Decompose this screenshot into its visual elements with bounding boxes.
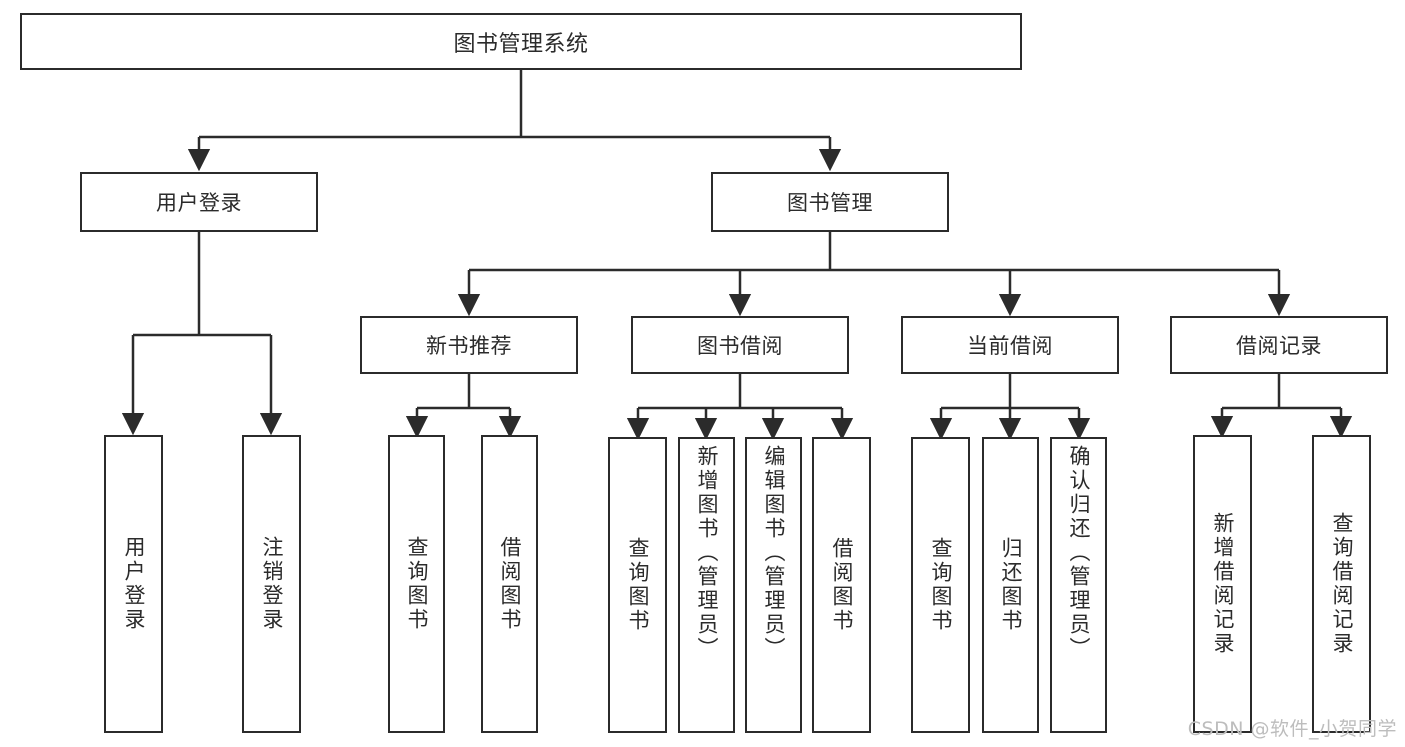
node-current-borrow[interactable]: 当前借阅	[901, 316, 1119, 374]
node-label: 图书管理	[787, 191, 873, 215]
node-label: 新书推荐	[426, 334, 512, 358]
leaf-confirm-return-admin[interactable]: 确认归还（管理员）	[1050, 437, 1107, 733]
leaf-label: 新增借阅记录	[1211, 512, 1235, 656]
leaf-query-book-recommend[interactable]: 查询图书	[388, 435, 445, 733]
leaf-label: 查询图书	[929, 537, 953, 633]
leaf-user-login[interactable]: 用户登录	[104, 435, 163, 733]
leaf-label: 查询借阅记录	[1330, 512, 1354, 656]
node-user-login[interactable]: 用户登录	[80, 172, 318, 232]
leaf-label: 确认归还（管理员）	[1067, 445, 1091, 661]
node-label: 图书借阅	[697, 334, 783, 358]
leaf-borrow-book-recommend[interactable]: 借阅图书	[481, 435, 538, 733]
leaf-edit-book-admin[interactable]: 编辑图书（管理员）	[745, 437, 802, 733]
node-label: 借阅记录	[1236, 334, 1322, 358]
leaf-user-logout[interactable]: 注销登录	[242, 435, 301, 733]
watermark-text: CSDN @软件_小贺同学	[1187, 718, 1397, 740]
leaf-label: 查询图书	[626, 537, 650, 633]
node-label: 用户登录	[156, 191, 242, 215]
leaf-add-borrow-record[interactable]: 新增借阅记录	[1193, 435, 1252, 733]
leaf-borrow-book[interactable]: 借阅图书	[812, 437, 871, 733]
leaf-label: 注销登录	[260, 536, 284, 632]
leaf-label: 新增图书（管理员）	[695, 445, 719, 661]
leaf-query-borrow-record[interactable]: 查询借阅记录	[1312, 435, 1371, 733]
node-label: 图书管理系统	[453, 31, 589, 57]
node-root-book-management-system[interactable]: 图书管理系统	[20, 13, 1022, 70]
leaf-return-book[interactable]: 归还图书	[982, 437, 1039, 733]
leaf-query-book-current[interactable]: 查询图书	[911, 437, 970, 733]
leaf-label: 借阅图书	[498, 536, 522, 632]
leaf-label: 借阅图书	[830, 537, 854, 633]
leaf-label: 查询图书	[405, 536, 429, 632]
node-borrow-record[interactable]: 借阅记录	[1170, 316, 1388, 374]
node-book-borrow[interactable]: 图书借阅	[631, 316, 849, 374]
node-book-management[interactable]: 图书管理	[711, 172, 949, 232]
leaf-label: 归还图书	[999, 537, 1023, 633]
leaf-add-book-admin[interactable]: 新增图书（管理员）	[678, 437, 735, 733]
leaf-label: 编辑图书（管理员）	[762, 445, 786, 661]
node-new-book-recommend[interactable]: 新书推荐	[360, 316, 578, 374]
node-label: 当前借阅	[967, 334, 1053, 358]
leaf-query-book-borrow[interactable]: 查询图书	[608, 437, 667, 733]
leaf-label: 用户登录	[122, 536, 146, 632]
